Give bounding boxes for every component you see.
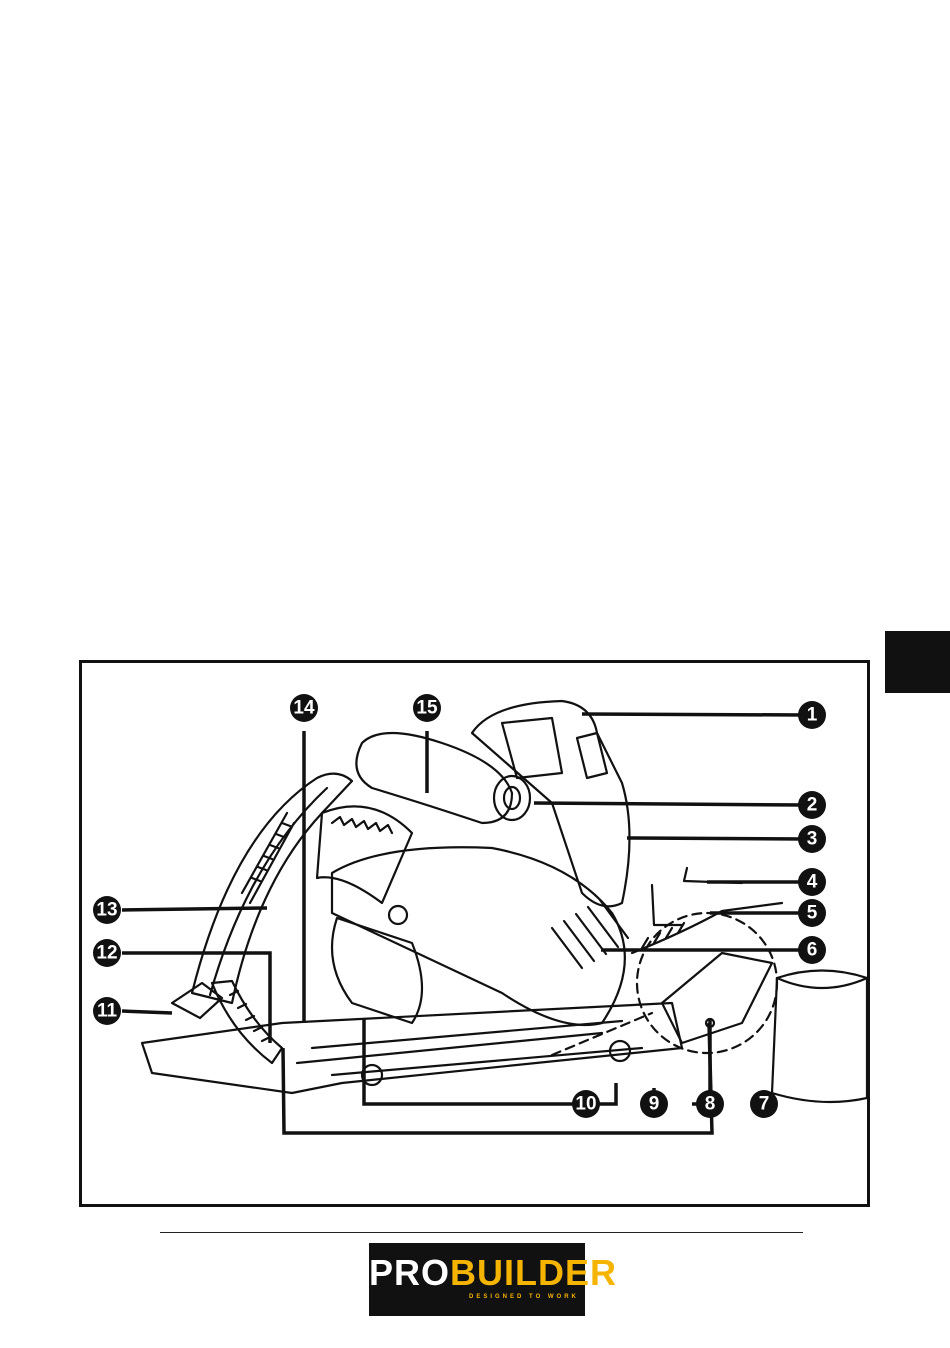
callout-number: 2 bbox=[807, 795, 818, 816]
callout-number: 14 bbox=[293, 698, 315, 719]
callout-12: 12 bbox=[93, 939, 121, 967]
callout-number: 3 bbox=[807, 829, 818, 850]
callout-4: 4 bbox=[798, 868, 826, 896]
figure-frame: 1 2 3 4 5 6 7 8 bbox=[79, 660, 870, 1207]
callout-14: 14 bbox=[290, 694, 318, 722]
callout-number: 1 bbox=[807, 705, 818, 726]
callout-number: 13 bbox=[96, 900, 117, 921]
callout-number: 7 bbox=[759, 1094, 770, 1115]
callout-number: 15 bbox=[416, 698, 438, 719]
probuilder-logo: PROBUILDER DESIGNED TO WORK bbox=[369, 1243, 585, 1316]
logo-pro-text: PRO bbox=[369, 1252, 450, 1293]
detail-view-circle bbox=[637, 913, 777, 1053]
callout-11: 11 bbox=[93, 997, 121, 1025]
blade-guard bbox=[192, 774, 352, 1003]
callout-number: 4 bbox=[807, 872, 818, 893]
callout-1: 1 bbox=[798, 701, 826, 729]
callout-13: 13 bbox=[93, 896, 121, 924]
callout-number: 11 bbox=[97, 1001, 118, 1022]
callout-2: 2 bbox=[798, 791, 826, 819]
callout-number: 9 bbox=[649, 1094, 660, 1115]
callout-3: 3 bbox=[798, 825, 826, 853]
logo-tagline: DESIGNED TO WORK bbox=[469, 1294, 579, 1300]
callout-number: 6 bbox=[807, 940, 818, 961]
callout-number: 5 bbox=[807, 903, 818, 924]
power-cord bbox=[632, 903, 782, 953]
callout-10: 10 bbox=[572, 1090, 600, 1118]
callout-5: 5 bbox=[798, 899, 826, 927]
callout-7: 7 bbox=[750, 1090, 778, 1118]
motor-housing bbox=[332, 847, 625, 1025]
callout-9: 9 bbox=[640, 1090, 668, 1118]
callout-15: 15 bbox=[413, 694, 441, 722]
footer-divider bbox=[160, 1232, 803, 1233]
circular-saw-illustration: 1 2 3 4 5 6 7 8 bbox=[82, 663, 867, 1204]
section-tab-marker bbox=[885, 631, 950, 693]
dust-adapter bbox=[772, 971, 867, 1103]
callout-number: 8 bbox=[705, 1094, 716, 1115]
callout-number: 10 bbox=[575, 1094, 596, 1115]
callout-6: 6 bbox=[798, 936, 826, 964]
logo-builder-text: BUILDER bbox=[450, 1252, 617, 1293]
callout-number: 12 bbox=[96, 943, 117, 964]
logo-wordmark: PROBUILDER bbox=[369, 1254, 585, 1292]
base-plate bbox=[142, 1003, 682, 1093]
callout-8: 8 bbox=[696, 1090, 724, 1118]
